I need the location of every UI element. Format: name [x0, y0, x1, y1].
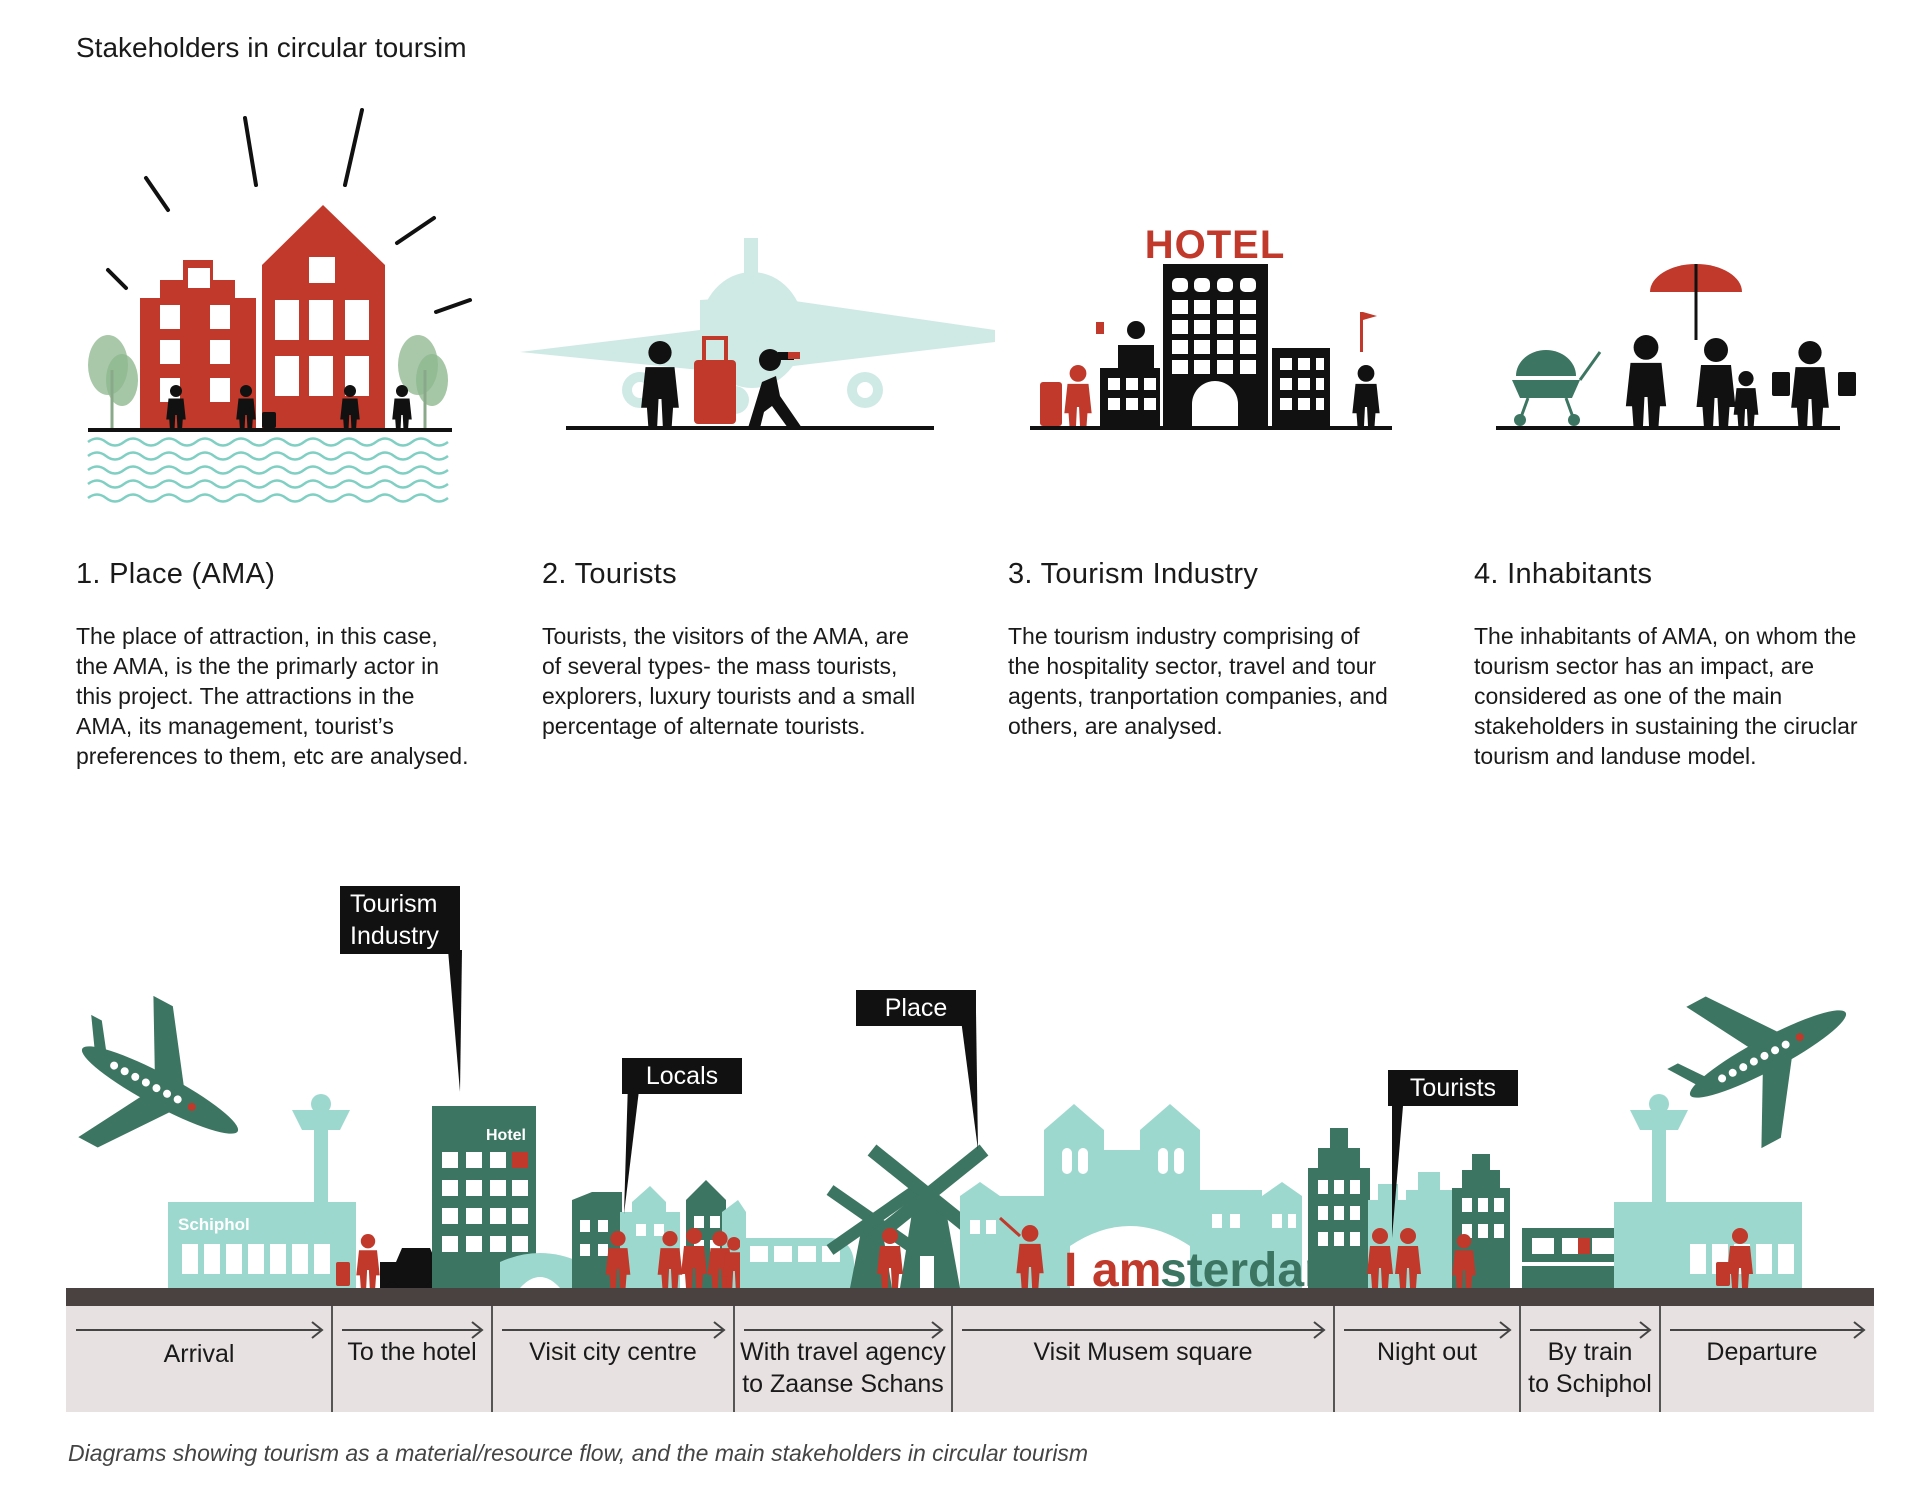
stage-label: To the hotel [347, 1338, 477, 1366]
stage-zaanse-schans: With travel agency to Zaanse Schans [736, 1336, 950, 1400]
stakeholder-tourism-industry: 3. Tourism Industry The tourism industry… [1008, 558, 1408, 741]
stakeholder-heading: 4. Inhabitants [1474, 558, 1653, 590]
i-amsterdam-letter-i: I [1064, 1244, 1077, 1297]
callout-tourism-industry: Tourism Industry [340, 886, 460, 954]
stage-label: Arrival [163, 1340, 235, 1368]
tourists-icon [520, 238, 995, 430]
callout-line: Tourism [350, 890, 438, 918]
page-title: Stakeholders in circular toursim [76, 32, 467, 63]
stakeholder-place: 1. Place (AMA) The place of attraction, … [76, 558, 476, 771]
stage-departure: Departure [1662, 1336, 1862, 1368]
stage-label: Visit city centre [529, 1338, 697, 1366]
hotel-sign: HOTEL [1145, 223, 1286, 267]
stakeholder-inhabitants: 4. Inhabitants The inhabitants of AMA, o… [1474, 558, 1874, 771]
callout-tourists: Tourists [1388, 1070, 1518, 1106]
stage-label: Visit Musem square [1033, 1338, 1253, 1366]
inhabitants-icon [1496, 264, 1856, 430]
stage-label: to Schiphol [1528, 1370, 1652, 1398]
stage-arrival: Arrival [76, 1338, 322, 1370]
figure-caption: Diagrams showing tourism as a material/r… [68, 1440, 1089, 1466]
arriving-airplane-icon [78, 995, 239, 1148]
callout-locals: Locals [622, 1058, 742, 1094]
stakeholder-text: The inhabitants of AMA, on whom the tour… [1474, 623, 1858, 769]
stage-to-the-hotel: To the hotel [334, 1336, 490, 1368]
stage-label: to Zaanse Schans [742, 1370, 944, 1398]
streetscape: Schiphol Hotel [66, 950, 1874, 1412]
callout-line: Industry [350, 922, 439, 950]
stage-night-out: Night out [1336, 1336, 1518, 1368]
schiphol-label: Schiphol [178, 1215, 250, 1234]
tourism-industry-icon: HOTEL [1030, 223, 1392, 430]
place-icon [87, 108, 472, 503]
stakeholder-heading: 1. Place (AMA) [76, 558, 276, 590]
stakeholder-text: Tourists, the visitors of the AMA, are o… [542, 623, 916, 739]
stage-visit-city-centre: Visit city centre [494, 1336, 732, 1368]
stage-museum-square: Visit Musem square [954, 1336, 1332, 1368]
callout-label: Place [884, 994, 948, 1022]
stakeholder-text: The tourism industry comprising of the h… [1008, 623, 1388, 739]
hotel-small-label: Hotel [486, 1127, 526, 1144]
stage-label: Night out [1376, 1338, 1478, 1366]
stage-label: Departure [1706, 1338, 1818, 1366]
stakeholder-text: The place of attraction, in this case, t… [76, 623, 469, 769]
stakeholder-heading: 3. Tourism Industry [1008, 558, 1259, 590]
callout-label: Locals [645, 1062, 719, 1090]
stage-label: By train [1547, 1338, 1633, 1366]
callout-label: Tourists [1409, 1074, 1497, 1102]
stakeholder-heading: 2. Tourists [542, 558, 677, 590]
callout-place: Place [856, 990, 976, 1026]
stakeholder-tourists: 2. Tourists Tourists, the visitors of th… [542, 558, 942, 741]
stage-by-train: By train to Schiphol [1522, 1336, 1658, 1400]
departing-airplane-icon [1667, 996, 1847, 1149]
stage-label: With travel agency [740, 1338, 946, 1366]
